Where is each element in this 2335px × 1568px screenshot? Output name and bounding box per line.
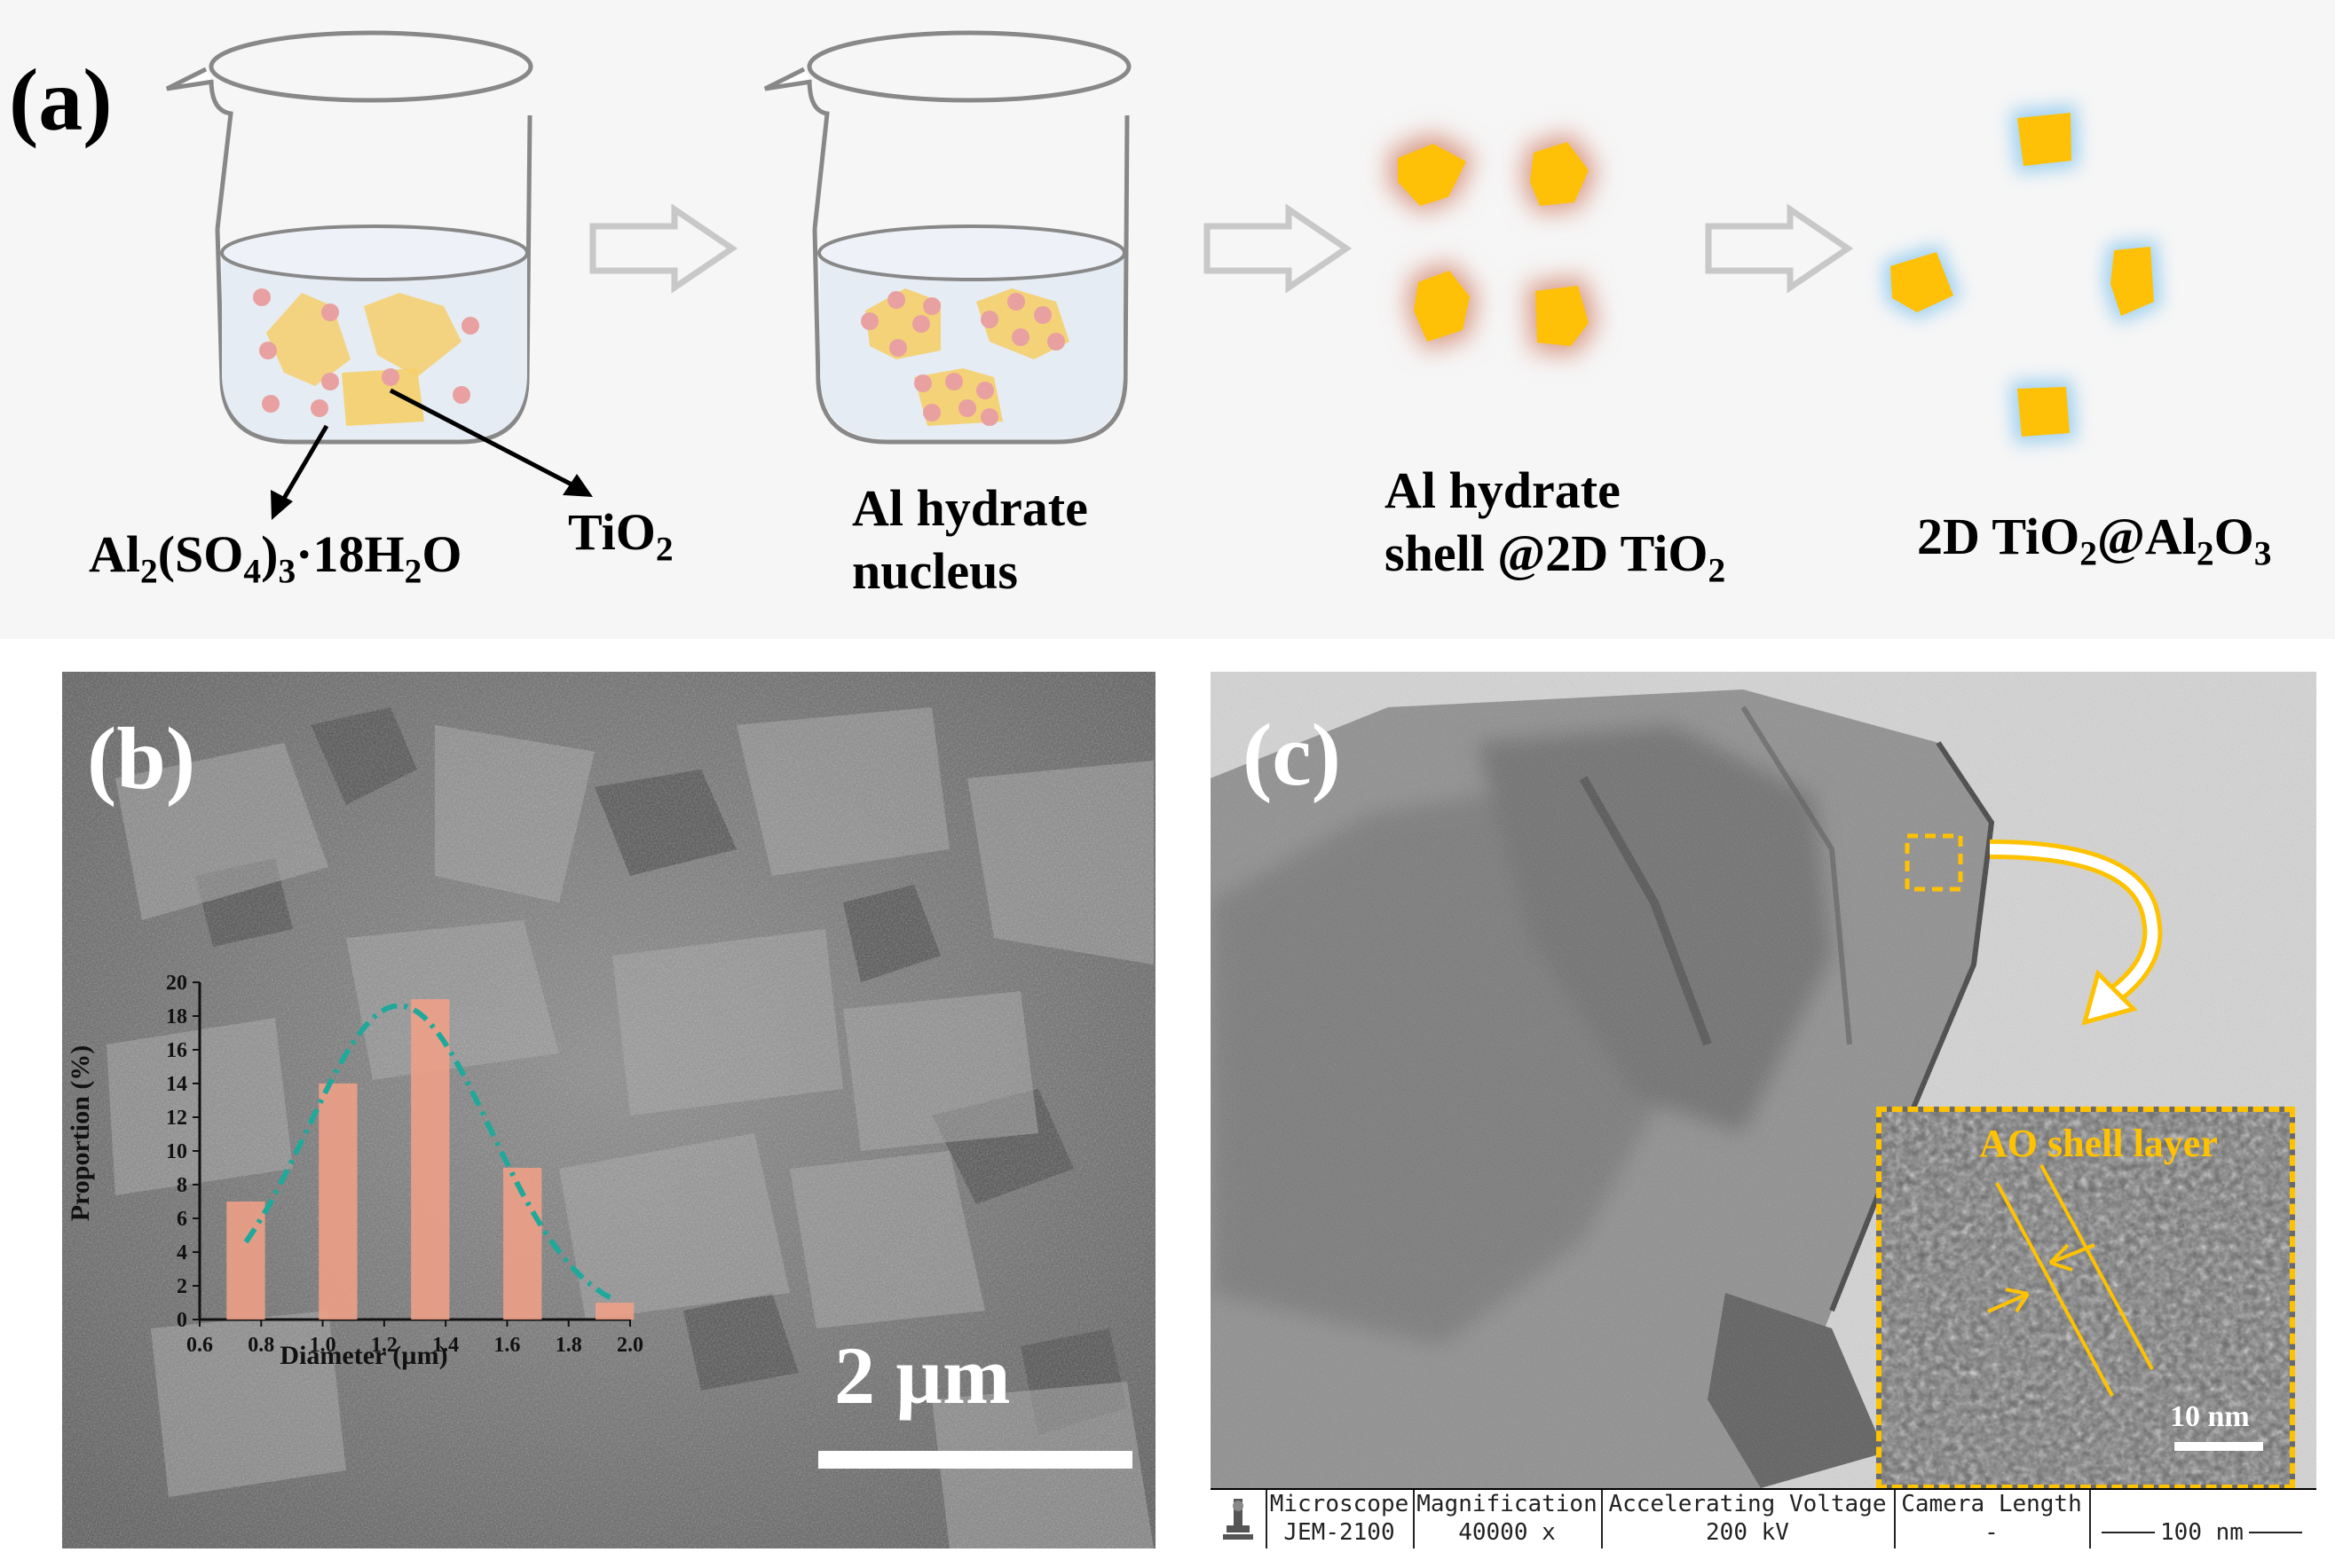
y-tick-label: 8 [177, 1174, 187, 1197]
al-sulfate-label: Al2(SO4)3·18H2O [89, 525, 462, 591]
y-tick-label: 10 [166, 1140, 187, 1163]
chart-ticks: 0.6 0.8 1.0 1.2 1.4 1.6 1.8 2.0 0 2 4 6 8 10 12 14 16 18 2… [166, 972, 643, 1357]
x-tick-label: 0.8 [248, 1334, 274, 1357]
al-hydrate-shell-flakes [1389, 133, 1597, 355]
y-tick-label: 0 [177, 1309, 187, 1332]
sem-micrograph [62, 672, 1156, 1548]
x-tick-label: 0.6 [186, 1334, 213, 1357]
histogram-bar [596, 1303, 635, 1320]
panel-label-b: (b) [87, 709, 196, 808]
x-tick-label: 2.0 [617, 1334, 643, 1357]
size-distribution-chart: 0.6 0.8 1.0 1.2 1.4 1.6 1.8 2.0 0 2 4 6 8 10 12 14 16 18 2… [66, 972, 643, 1370]
x-tick-label: 1.8 [556, 1334, 582, 1357]
histogram-bar [319, 1083, 358, 1320]
beaker-1 [165, 30, 593, 520]
process-arrow-3 [1705, 203, 1854, 294]
sem-scale-bar-label: 2 µm [834, 1330, 1011, 1421]
scale-cell: 100 nm [2089, 1490, 2315, 1548]
x-tick-label: 1.4 [432, 1334, 459, 1357]
tio2-al2o3-flakes [1883, 105, 2161, 444]
al-particles [253, 288, 479, 417]
tio2-label: TiO2 [568, 503, 674, 569]
y-tick-label: 16 [166, 1039, 187, 1062]
x-axis-label: Diameter (µm) [280, 1341, 447, 1370]
y-tick-label: 14 [166, 1073, 187, 1096]
hrtem-inset: AO shell layer 10 nm [1876, 1107, 2295, 1490]
panel-label-c: (c) [1242, 705, 1341, 804]
y-tick-label: 12 [166, 1107, 187, 1130]
process-arrow-2 [1203, 203, 1353, 294]
x-tick-label: 1.0 [310, 1334, 336, 1357]
shell-inner-line [1995, 1182, 2114, 1397]
sem-scale-bar [818, 1451, 1132, 1469]
y-tick-label: 4 [177, 1241, 187, 1265]
shell-outer-line [2039, 1164, 2154, 1370]
microscope-icon [1211, 1490, 1267, 1548]
gaussian-fit-curve [243, 1003, 617, 1303]
panel-label-a: (a) [9, 51, 113, 149]
x-tick-label: 1.2 [371, 1334, 398, 1357]
camera-length-cell: Camera Length- [1894, 1490, 2091, 1548]
region-highlight-box [1905, 833, 1963, 892]
y-tick-label: 18 [166, 1005, 187, 1028]
y-tick-label: 2 [177, 1275, 187, 1298]
y-tick-label: 6 [177, 1208, 187, 1231]
y-tick-label: 20 [166, 972, 187, 995]
process-arrow-1 [589, 203, 738, 294]
shell-layer-label: AO shell layer [1979, 1122, 2218, 1165]
inset-scale-label: 10 nm [2170, 1400, 2250, 1433]
inset-scale-bar [2174, 1442, 2263, 1451]
chart-bars [226, 999, 635, 1320]
final-caption: 2D TiO2@Al2O3 [1917, 508, 2272, 573]
beaker-2 [763, 30, 1132, 445]
y-axis-label: Proportion (%) [66, 1045, 95, 1222]
histogram-bar [411, 999, 450, 1320]
x-tick-label: 1.6 [493, 1334, 520, 1357]
panel-b-sem: (b) 0.6 0.8 1.0 1.2 1.4 1.6 1.8 2.0 0 2 4 6 8 10 12 14 1… [62, 672, 1156, 1548]
